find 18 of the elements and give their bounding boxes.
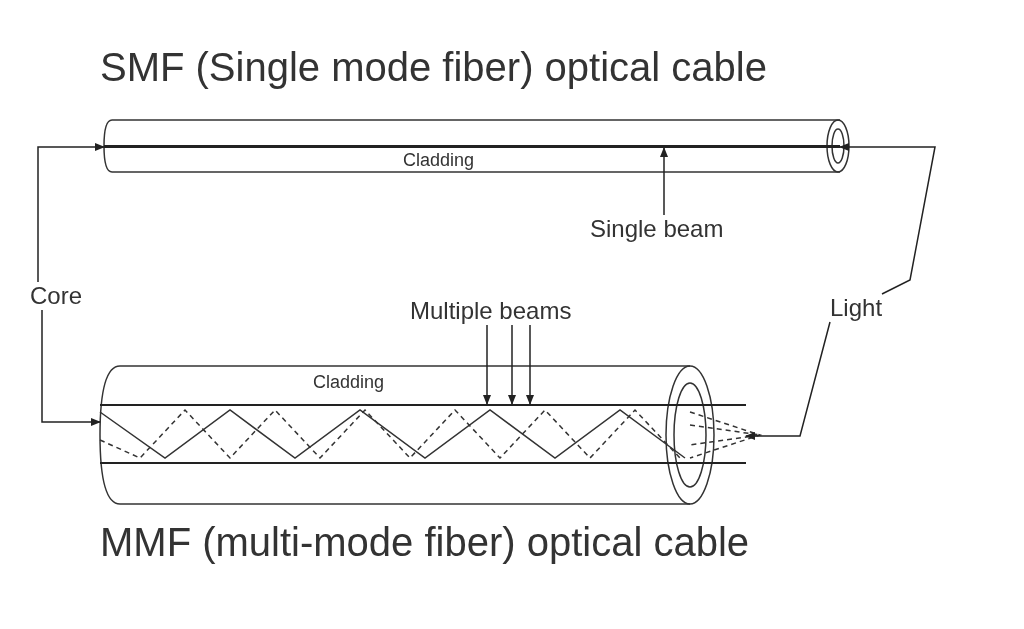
callout-text: Core [30,282,83,310]
leader-arrow [660,147,668,216]
callout-text: Single beam [590,215,724,243]
leader-arrow [526,324,534,405]
leader-arrow [839,143,936,295]
leader-arrow [745,321,831,440]
leader-arrow [508,324,516,405]
part-label: Cladding [403,150,475,171]
callout-text: Multiple beams [410,297,572,325]
callout-text: Light [830,294,883,322]
heading: MMF (multi-mode fiber) optical cable [100,520,750,565]
fiber-core [100,404,746,464]
fiber-core [104,145,840,148]
leader-arrow [41,309,101,426]
heading: SMF (Single mode fiber) optical cable [100,45,767,90]
leader-arrow [483,324,491,405]
part-label: Cladding [313,372,385,393]
leader-arrow [37,143,105,283]
